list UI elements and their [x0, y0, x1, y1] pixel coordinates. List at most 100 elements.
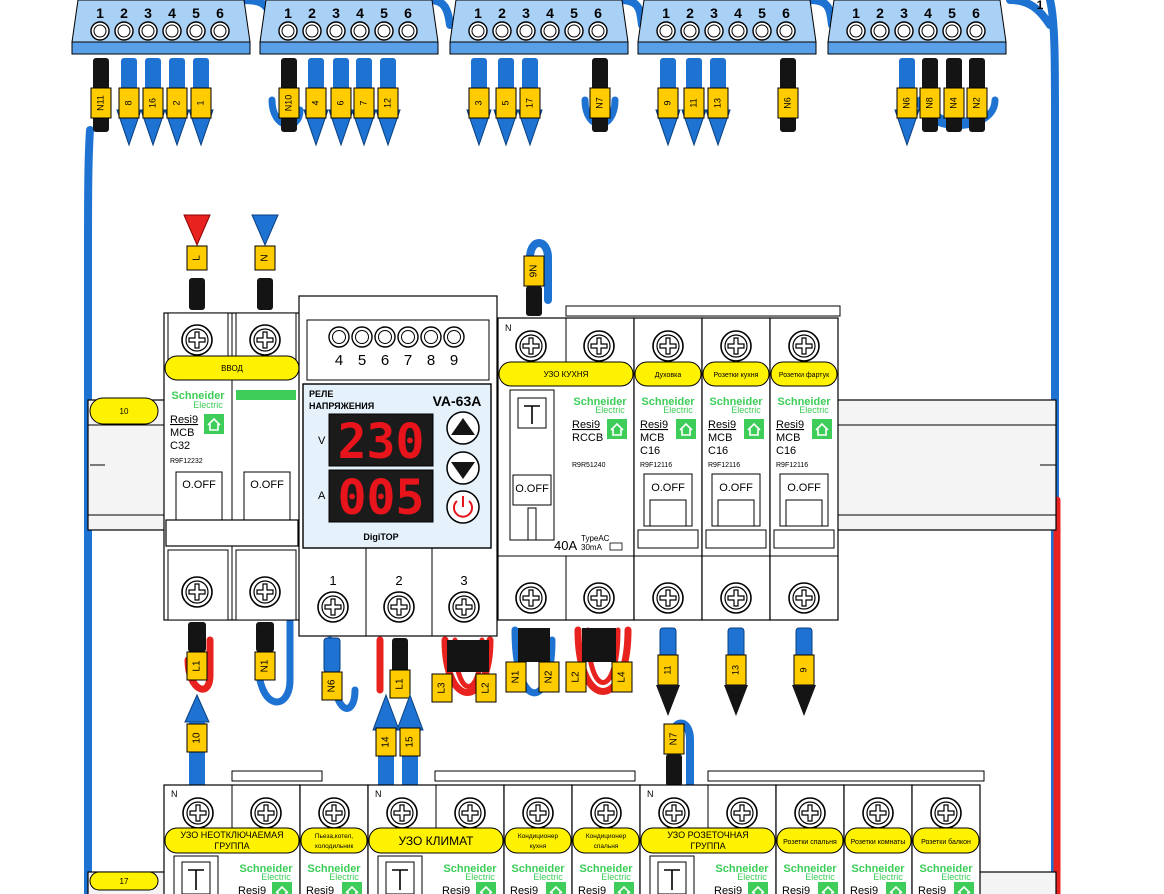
brand-name: Schneider: [307, 863, 361, 875]
breaker-label: Розетки фартук: [779, 372, 830, 379]
ferrule: 13: [705, 58, 731, 147]
ferrule: 12: [375, 58, 401, 147]
relay-down-button[interactable]: [446, 451, 480, 485]
rcd-kitchen-series: Resi9: [572, 419, 600, 431]
relay-title-line2: НАПРЯЖЕНИЯ: [309, 401, 374, 411]
breaker-article: R9F12116: [708, 462, 740, 469]
breaker-article: R9F12116: [776, 462, 808, 469]
breaker-type: MCB: [640, 432, 664, 444]
device-label-line2: спальня: [594, 843, 619, 850]
rcd-kitchen-type: RCCB: [572, 432, 603, 444]
series: Resi9: [238, 885, 266, 894]
rcd-kitchen-out-n2: N2: [544, 670, 555, 683]
relay-up-button[interactable]: [446, 411, 480, 445]
wire-tag: 12: [382, 98, 392, 108]
wire-tag: N6: [782, 97, 792, 109]
breaker-type: MCB: [776, 432, 800, 444]
wire-tag: 7: [358, 100, 368, 105]
device-label: УЗО НЕОТКЛЮЧАЕМАЯ: [180, 830, 283, 840]
terminal-pin-number: 3: [144, 5, 152, 21]
relay-bottom-terminal-3: 3: [460, 573, 467, 588]
schneider-home-icon: [811, 418, 833, 440]
wire-tag: N10: [283, 95, 293, 112]
busbar-cover-top: [565, 305, 841, 317]
device-label: Розетки спальня: [783, 839, 837, 846]
main-breaker-out-tag-1: L1: [192, 660, 203, 672]
rcd-kitchen-spec-2: 30mA: [581, 543, 603, 552]
terminal-pin-number: 3: [332, 5, 340, 21]
terminal-pin-number: 1: [852, 5, 860, 21]
terminal-pin-number: 1: [96, 5, 104, 21]
series: Resi9: [510, 885, 538, 894]
terminal-pin-number: 6: [216, 5, 224, 21]
relay-top-terminal-number: 7: [404, 352, 412, 369]
climate-feed-arrows: 14 15: [372, 693, 424, 786]
device-label-line2: ГРУППА: [214, 841, 249, 851]
rcd-kitchen-label: УЗО КУХНЯ: [544, 370, 589, 379]
terminal-pin-number: 3: [710, 5, 718, 21]
main-breaker-article: R9F12232: [170, 458, 203, 465]
relay-model: VA-63A: [433, 393, 482, 409]
rcd-kitchen-brand: Schneider: [573, 396, 627, 408]
terminal-pin-number: 6: [404, 5, 412, 21]
terminal-pin-number: 6: [782, 5, 790, 21]
wire-tag: 13: [712, 98, 722, 108]
brand-sub: Electric: [329, 872, 359, 882]
rcd-kitchen: 9N N УЗО КУХНЯ O.OFF Schneider Electric …: [497, 255, 635, 693]
ferrule: N8: [919, 58, 941, 132]
rcd-kitchen-switch[interactable]: O.OFF: [515, 483, 549, 495]
breaker-label: Духовка: [655, 372, 682, 379]
ferrule: N10: [278, 58, 300, 132]
series: Resi9: [578, 885, 606, 894]
main-breaker-switch-left[interactable]: O.OFF: [182, 479, 216, 491]
relay-top-terminal-number: 9: [450, 352, 458, 369]
terminal-pin-number: 4: [356, 5, 364, 21]
breaker-type: MCB: [708, 432, 732, 444]
brand-name: Schneider: [511, 863, 565, 875]
ferrule: 8: [116, 58, 142, 147]
main-breaker-switch-right[interactable]: O.OFF: [250, 479, 284, 491]
rcd-kitchen-spec-1: TypeAC: [581, 534, 610, 543]
ferrule: N6: [777, 58, 799, 132]
main-feed-tag: 10: [192, 732, 203, 744]
relay-bottom-terminal-2: 2: [395, 573, 402, 588]
breaker-rating: C16: [708, 445, 728, 457]
climate-feed-tag-14: 14: [381, 736, 392, 748]
main-breaker-rating: C32: [170, 440, 190, 452]
breaker-switch[interactable]: O.OFF: [651, 482, 685, 494]
device-label: УЗО РОЗЕТОЧНАЯ: [667, 830, 749, 840]
kitchen-breaker-group: ДуховкаSchneiderElectricResi9MCBC16R9F12…: [633, 317, 839, 716]
terminal-pin-number: 6: [594, 5, 602, 21]
brand-sub: Electric: [941, 872, 971, 882]
breaker-switch[interactable]: O.OFF: [719, 482, 753, 494]
device-label: Кондиционер: [518, 833, 559, 840]
terminal-pin-number: 3: [522, 5, 530, 21]
breaker-label: Розетки кухня: [714, 372, 759, 379]
series: Resi9: [442, 885, 470, 894]
relay-title-line1: РЕЛЕ: [309, 389, 333, 399]
ferrule: 3: [466, 58, 492, 147]
terminal-pin-number: 4: [546, 5, 554, 21]
input-neutral-tag: N: [260, 254, 271, 261]
terminal-pin-number: 5: [570, 5, 578, 21]
ferrule: 16: [140, 58, 166, 147]
relay-power-button[interactable]: [446, 490, 480, 524]
breaker-switch[interactable]: O.OFF: [787, 482, 821, 494]
wire-tag: 3: [473, 100, 483, 105]
main-breaker: ВВОД Schneider Electric Resi9 MCB C32 R9…: [163, 312, 301, 681]
terminal-pin-number: 5: [948, 5, 956, 21]
ferrule: 11: [681, 58, 707, 147]
series: Resi9: [782, 885, 810, 894]
ferrule: N7: [589, 58, 611, 132]
brand-name: Schneider: [239, 863, 293, 875]
ferrule: 4: [303, 58, 329, 147]
rcd-kitchen-top-tag: 9N: [529, 265, 540, 278]
breaker-out-tag: 11: [662, 665, 672, 674]
ferrule: 5: [493, 58, 519, 147]
brand-name: Schneider: [709, 396, 763, 408]
